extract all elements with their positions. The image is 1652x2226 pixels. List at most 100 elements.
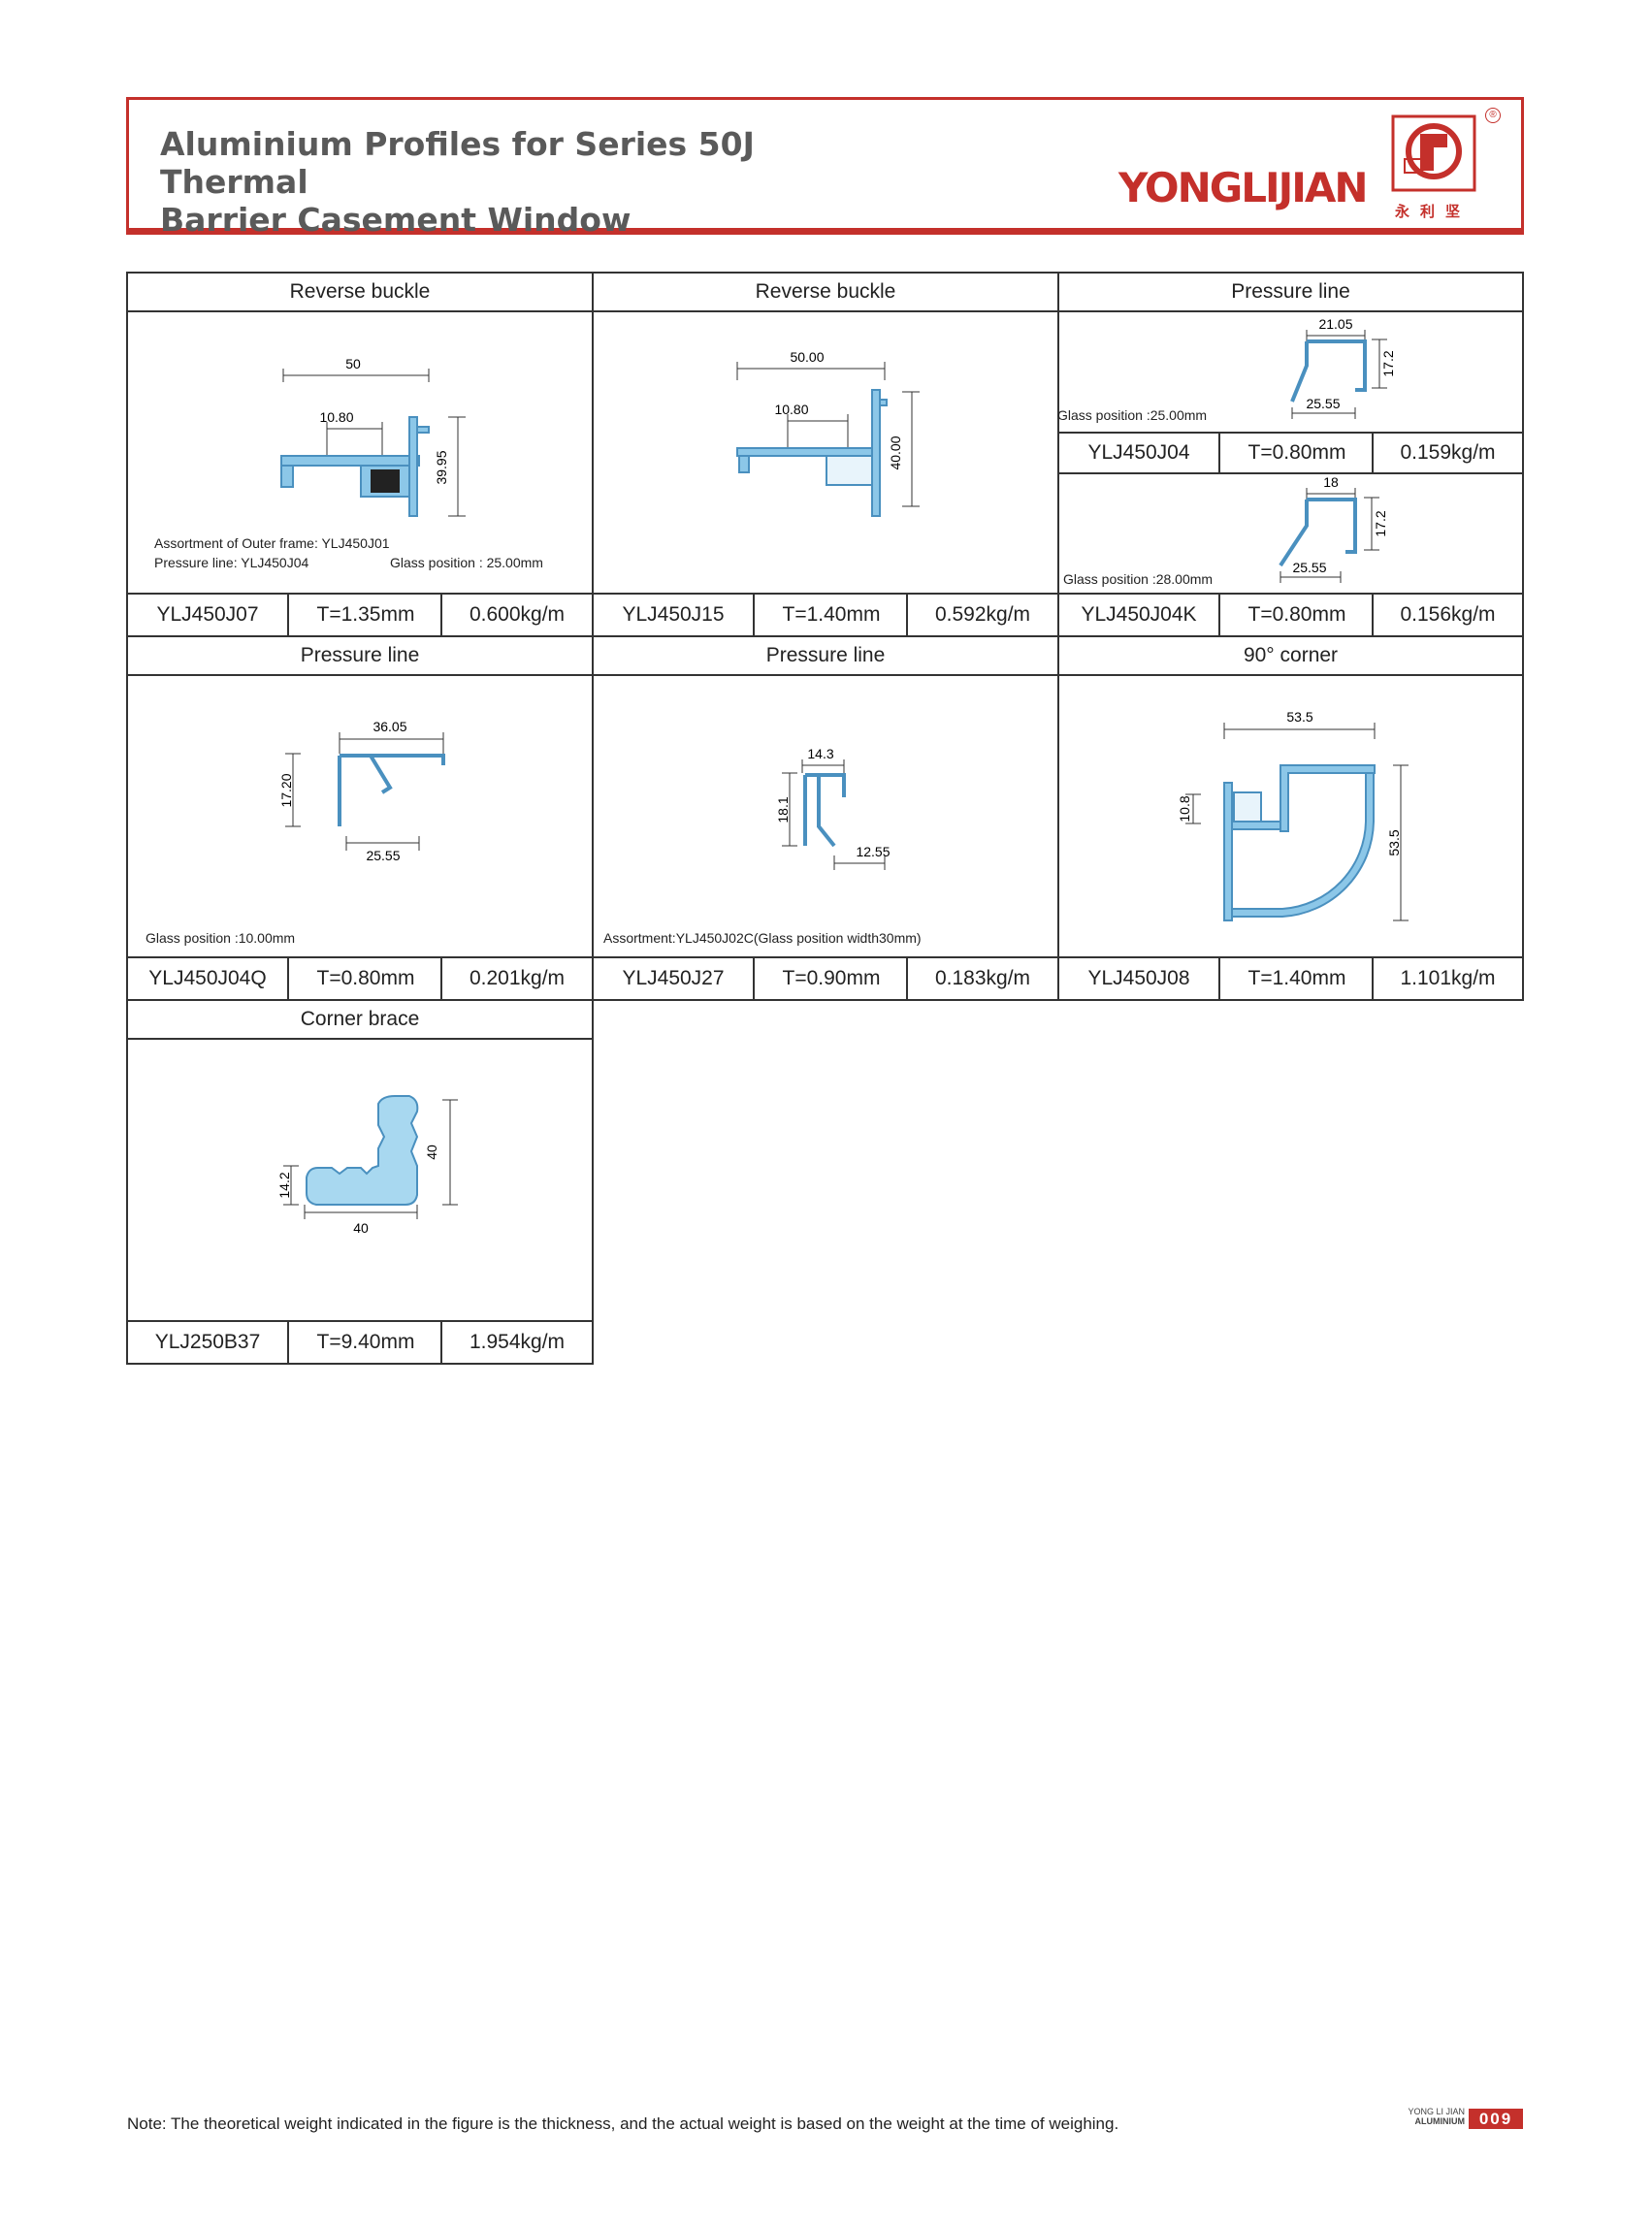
footer-note: Note: The theoretical weight indicated i… bbox=[127, 2114, 1119, 2133]
profile-cell-ylj450j04: Pressure line 21.05 17.2 25.55 Glass pos… bbox=[1057, 272, 1524, 637]
profile-code: YLJ450J08 bbox=[1087, 967, 1190, 989]
page-header: Aluminium Profiles for Series 50J Therma… bbox=[126, 97, 1524, 239]
spec-row: YLJ250B37 T=9.40mm 1.954kg/m bbox=[128, 1320, 592, 1363]
profile-thickness: T=0.90mm bbox=[753, 958, 908, 999]
dim-height: 39.95 bbox=[434, 450, 449, 484]
dim-width: 14.3 bbox=[807, 746, 833, 761]
spec-row: YLJ450J15 T=1.40mm 0.592kg/m bbox=[594, 593, 1057, 635]
profile-cell-ylj450j07: Reverse buckle 50 10.80 39.95 Assortment… bbox=[126, 272, 594, 637]
profile-code: YLJ450J04Q bbox=[148, 967, 267, 989]
dim-height: 17.2 bbox=[1380, 350, 1396, 376]
profile-svg: 50 10.80 39.95 bbox=[280, 356, 466, 517]
profile-thickness: T=1.40mm bbox=[1218, 958, 1374, 999]
profile-weight: 0.600kg/m bbox=[440, 595, 592, 635]
profile-thickness: T=0.80mm bbox=[287, 958, 442, 999]
profile-svg: 36.05 17.20 25.55 bbox=[278, 719, 445, 863]
profile-svg: 21.05 17.2 25.55 bbox=[1290, 316, 1396, 419]
note-assortment: Assortment of Outer frame: YLJ450J01 bbox=[154, 535, 390, 551]
profile-weight: 0.159kg/m bbox=[1372, 434, 1522, 472]
cell-title: Reverse buckle bbox=[594, 274, 1057, 312]
dim-thickness: 14.2 bbox=[276, 1172, 292, 1198]
profile-drawing: 40 14.2 40 bbox=[128, 1040, 592, 1322]
page-number-block: YONG LI JIAN ALUMINIUM 009 bbox=[1395, 2107, 1523, 2129]
dim-height: 18.1 bbox=[775, 796, 791, 823]
profile-drawing: 36.05 17.20 25.55 Glass position :10.00m… bbox=[128, 676, 592, 958]
dim-base: 25.55 bbox=[366, 848, 400, 863]
profile-drawing: 53.5 10.8 53.5 bbox=[1059, 676, 1522, 958]
profile-code: YLJ450J15 bbox=[622, 603, 725, 626]
dim-width: 50.00 bbox=[790, 349, 824, 365]
profile-weight: 1.101kg/m bbox=[1372, 958, 1522, 999]
dim-offset: 10.80 bbox=[319, 409, 353, 425]
dim-height: 17.2 bbox=[1373, 510, 1388, 536]
profile-svg: 14.3 18.1 12.55 bbox=[775, 746, 891, 870]
dim-width: 18 bbox=[1323, 474, 1339, 490]
spec-row: YLJ450J04K T=0.80mm 0.156kg/m bbox=[1059, 593, 1522, 635]
dim-width: 40 bbox=[353, 1220, 369, 1236]
profile-code: YLJ250B37 bbox=[154, 1331, 261, 1353]
profile-weight: 0.201kg/m bbox=[440, 958, 592, 999]
page-title: Aluminium Profiles for Series 50J Therma… bbox=[160, 125, 755, 239]
profile-svg: 50.00 10.80 40.00 bbox=[736, 349, 920, 517]
profile-thickness: T=9.40mm bbox=[287, 1322, 442, 1363]
brand-name: YONGLIJIAN bbox=[1118, 164, 1369, 211]
dim-height: 17.20 bbox=[278, 773, 294, 807]
brand-logo-icon bbox=[1391, 114, 1476, 192]
brand-small-2: ALUMINIUM bbox=[1414, 2116, 1466, 2126]
dim-width: 36.05 bbox=[373, 719, 406, 734]
dim-base: 25.55 bbox=[1306, 396, 1340, 411]
profile-code: YLJ450J07 bbox=[156, 603, 259, 626]
dim-base: 12.55 bbox=[856, 844, 890, 859]
spec-row: YLJ450J04 T=0.80mm 0.159kg/m bbox=[1059, 432, 1522, 474]
page-number: 009 bbox=[1469, 2109, 1523, 2129]
brand-name-cn: 永利坚 bbox=[1395, 204, 1472, 220]
profile-cell-ylj450j15: Reverse buckle 50.00 10.80 40.00 YLJ450J… bbox=[592, 272, 1059, 637]
cell-title: 90° corner bbox=[1059, 637, 1522, 676]
profile-svg: 40 14.2 40 bbox=[276, 1095, 458, 1236]
profile-code: YLJ450J27 bbox=[622, 967, 725, 989]
dim-height: 53.5 bbox=[1386, 829, 1402, 855]
profile-thickness: T=0.80mm bbox=[1218, 595, 1374, 635]
spec-row: YLJ450J08 T=1.40mm 1.101kg/m bbox=[1059, 956, 1522, 999]
note-pressure-line: Pressure line: YLJ450J04 bbox=[154, 555, 309, 570]
profile-weight: 1.954kg/m bbox=[440, 1322, 592, 1363]
cell-title: Pressure line bbox=[594, 637, 1057, 676]
note-assortment: Assortment:YLJ450J02C(Glass position wid… bbox=[603, 930, 922, 946]
note-glass-position: Glass position :10.00mm bbox=[146, 930, 296, 946]
profile-code: YLJ450J04 bbox=[1087, 441, 1190, 464]
dim-offset: 10.80 bbox=[774, 402, 808, 417]
cell-title: Pressure line bbox=[128, 637, 592, 676]
profile-thickness: T=0.80mm bbox=[1218, 434, 1374, 472]
cell-title: Pressure line bbox=[1059, 274, 1522, 312]
profile-drawing-upper: 21.05 17.2 25.55 Glass position :25.00mm bbox=[1057, 312, 1522, 428]
profile-svg: 53.5 10.8 53.5 bbox=[1177, 709, 1409, 921]
note-glass-position: Glass position :25.00mm bbox=[1057, 407, 1208, 423]
cell-title: Corner brace bbox=[128, 1001, 592, 1040]
profile-drawing-lower: 18 17.2 25.55 Glass position :28.00mm bbox=[1059, 472, 1522, 595]
profile-drawing: 50.00 10.80 40.00 bbox=[594, 312, 1057, 595]
profile-weight: 0.156kg/m bbox=[1372, 595, 1522, 635]
registered-mark: ® bbox=[1485, 108, 1501, 123]
note-glass-position: Glass position :28.00mm bbox=[1063, 571, 1214, 587]
profile-cell-ylj450j27: Pressure line 14.3 18.1 12.55 Assortment… bbox=[592, 635, 1059, 1001]
cell-title: Reverse buckle bbox=[128, 274, 592, 312]
profile-thickness: T=1.35mm bbox=[287, 595, 442, 635]
brand-small: YONG LI JIAN bbox=[1408, 2107, 1465, 2116]
profile-drawing: 14.3 18.1 12.55 Assortment:YLJ450J02C(Gl… bbox=[594, 676, 1057, 958]
dim-height: 40.00 bbox=[888, 436, 903, 469]
profile-thickness: T=1.40mm bbox=[753, 595, 908, 635]
dim-base: 25.55 bbox=[1292, 560, 1326, 575]
profile-code: YLJ450J04K bbox=[1081, 603, 1197, 626]
profile-drawing: 50 10.80 39.95 Assortment of Outer frame… bbox=[128, 312, 592, 595]
dim-width: 50 bbox=[345, 356, 361, 371]
dim-width: 21.05 bbox=[1318, 316, 1352, 332]
profile-cell-ylj450j04q: Pressure line 36.05 17.20 25.55 Glass po… bbox=[126, 635, 594, 1001]
profile-weight: 0.183kg/m bbox=[906, 958, 1057, 999]
dim-width: 53.5 bbox=[1286, 709, 1312, 725]
dim-small: 10.8 bbox=[1177, 795, 1192, 822]
profile-weight: 0.592kg/m bbox=[906, 595, 1057, 635]
profile-svg: 18 17.2 25.55 bbox=[1279, 474, 1388, 583]
dim-height: 40 bbox=[424, 1145, 439, 1160]
profile-cell-ylj450j08: 90° corner 53.5 10.8 53.5 YLJ450J08 T=1.… bbox=[1057, 635, 1524, 1001]
profile-cell-ylj250b37: Corner brace 40 14.2 40 YLJ250B37 T=9.40… bbox=[126, 999, 594, 1365]
